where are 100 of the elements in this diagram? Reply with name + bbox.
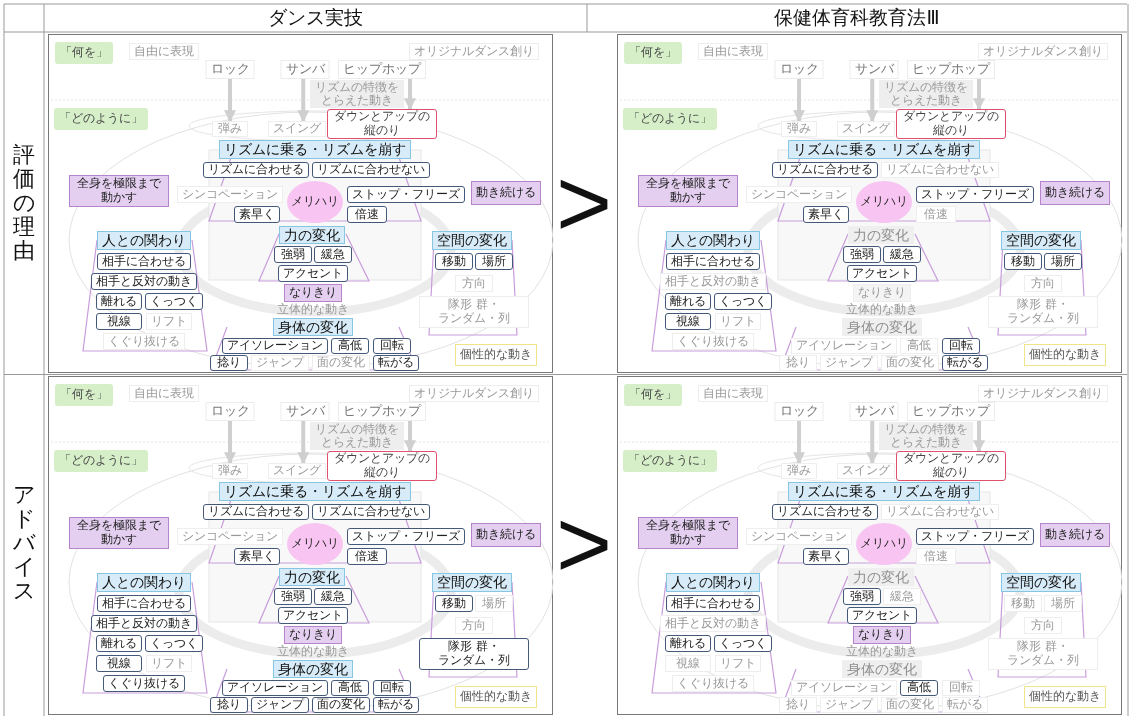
keyword-box: 移動 [1004,595,1042,612]
keyword-box: 場所 [1044,253,1082,270]
category-heading: 身体の変化 [273,660,353,678]
keyword-box: ダウンとアップの縦のり [896,109,1006,139]
question-label: 「何を」 [55,42,113,64]
keyword-box: 倍速 [347,206,387,223]
category-heading: リズムに乗る・リズムを崩す [788,482,980,501]
keyword-box: 相手に合わせる [666,253,760,270]
question-label: 「どのように」 [54,450,148,472]
category-heading: 力の変化 [279,226,345,244]
action-box: なりきり [284,284,342,302]
keyword-box: 方向 [455,275,493,292]
genre-box: ロック [205,402,255,421]
category-heading: 力の変化 [848,226,914,244]
genre-box: ロック [205,60,255,79]
keyword-box: 回転 [373,680,411,696]
arrow [297,79,310,123]
keyword-box: 素早く [803,206,849,223]
keyword-text: 立体的な動き [273,303,353,317]
theme-band: リズムの特徴をとらえた動き [879,80,973,108]
keyword-box: 面の変化 [881,697,939,713]
keyword-box: 場所 [475,253,513,270]
keyword-box: 自由に表現 [698,43,768,60]
keyword-box: 相手と反対の動き [660,615,766,632]
keyword-box: 転がる [942,355,988,371]
keyword-box: 離れる [665,635,711,652]
keyword-box: 高低 [900,680,938,696]
arrow [973,421,985,453]
keyword-box: アイソレーション [791,338,897,354]
theme-band: リズムの特徴をとらえた動き [879,422,973,450]
category-heading: 人との関わり [666,573,760,592]
theme-band: リズムの特徴をとらえた動き [310,422,404,450]
keyword-box: 方向 [455,617,493,634]
question-label: 「どのように」 [623,108,717,130]
arrow [224,421,236,465]
keyword-box: 隊形 群・ランダム・列 [419,638,529,670]
keyword-text: 立体的な動き [842,303,922,317]
keyword-box: 緩急 [314,246,352,263]
category-heading: 空間の変化 [1001,573,1081,592]
question-label: 「どのように」 [623,450,717,472]
category-heading: リズムに乗る・リズムを崩す [788,140,980,159]
keyword-box: アイソレーション [222,338,328,354]
keyword-box: 離れる [96,293,142,310]
arrow [404,421,416,453]
arrow [404,79,416,111]
keyword-box: くっつく [714,293,772,310]
keyword-box: 自由に表現 [698,385,768,402]
keyword-box: スイング [268,121,326,137]
genre-box: サンバ [849,60,899,79]
keyword-box: リフト [715,655,761,672]
greater-than-sign: > [555,496,613,592]
keyword-box: 弾み [781,463,817,479]
keyword-box: 自由に表現 [129,43,199,60]
keyword-box: シンコペーション [177,528,283,545]
note-box: 個性的な動き [455,344,537,366]
keyword-box: アイソレーション [791,680,897,696]
keyword-box: 緩急 [883,588,921,605]
action-box: 動き続ける [1040,181,1110,205]
keyword-box: くっつく [145,293,203,310]
column-header: ダンス実技 [267,5,363,30]
category-heading: 人との関わり [97,231,191,250]
keyword-text: 立体的な動き [273,645,353,659]
keyword-box: 倍速 [916,548,956,565]
keyword-box: 転がる [373,355,419,371]
keyword-box: 視線 [665,655,711,672]
diagram-panel [617,376,1122,715]
keyword-box: 離れる [665,293,711,310]
category-heading: 人との関わり [666,231,760,250]
arrow [224,79,236,123]
keyword-box: 弾み [212,121,248,137]
keyword-box: オリジナルダンス創り [978,43,1108,60]
keyword-box: 面の変化 [881,355,939,371]
keyword-box: 相手に合わせる [97,253,191,270]
genre-box: ヒップホップ [338,402,426,421]
keyword-box: スイング [837,463,895,479]
category-heading: 空間の変化 [432,573,512,592]
keyword-box: シンコペーション [177,186,283,203]
keyword-box: 強弱 [274,588,312,605]
note-box: 個性的な動き [455,686,537,708]
keyword-box: 高低 [900,338,938,354]
keyword-box: リフト [715,313,761,330]
keyword-box: ジャンプ [251,697,309,713]
genre-box: ヒップホップ [907,402,995,421]
genre-box: ヒップホップ [338,60,426,79]
arrow [793,421,805,465]
action-box: 動き続ける [471,523,541,547]
category-heading: 力の変化 [848,568,914,586]
keyword-box: くっつく [714,635,772,652]
keyword-box: アクセント [278,265,348,282]
keyword-box: ダウンとアップの縦のり [327,109,437,139]
keyword-box: 移動 [435,595,473,612]
keyword-box: リフト [146,313,192,330]
keyword-box: 倍速 [916,206,956,223]
keyword-box: ジャンプ [820,697,878,713]
keyword-box: 回転 [373,338,411,354]
keyword-box: 場所 [475,595,513,612]
keyword-box: 強弱 [274,246,312,263]
action-box: 全身を極限まで動かす [638,175,738,207]
keyword-box: 回転 [942,680,980,696]
row-header: アドバイス [13,482,35,604]
